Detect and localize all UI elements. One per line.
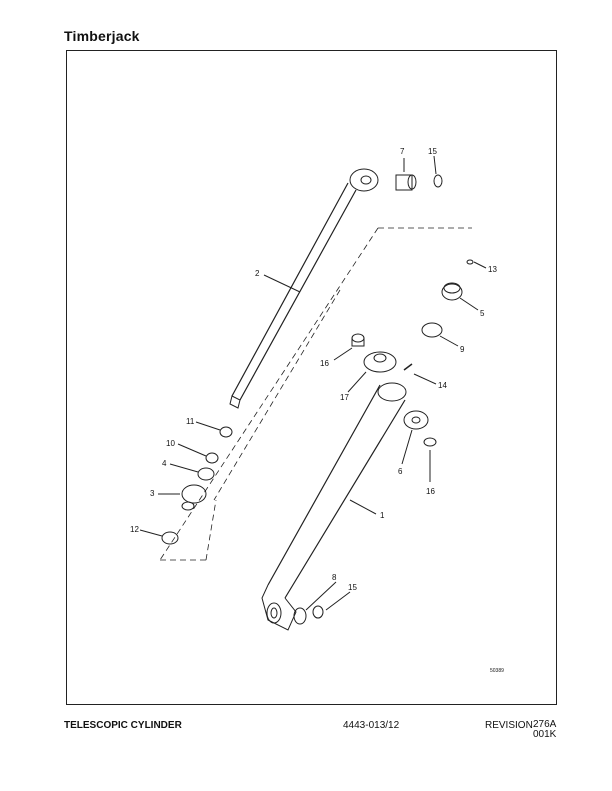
callout-1: 1 [380,511,385,520]
callout-17: 17 [340,393,349,402]
callout-3: 3 [150,489,155,498]
callout-2: 2 [255,269,260,278]
document-number: 4443-013/12 [343,720,400,731]
footer-title: TELESCOPIC CYLINDER [64,720,182,731]
drawing-frame [66,50,557,705]
callout-15-bottom: 15 [348,583,357,592]
callout-12: 12 [130,525,139,534]
callout-13: 13 [488,265,497,274]
callout-15-top: 15 [428,147,437,156]
callout-11: 11 [186,417,195,426]
callout-6: 6 [398,467,403,476]
callout-9: 9 [460,345,465,354]
callout-7: 7 [400,147,405,156]
callout-10: 10 [166,439,175,448]
callout-5: 5 [480,309,485,318]
revision-block: 276A 001K [533,720,556,740]
revision-code: 001K [533,729,557,740]
callout-4: 4 [162,459,167,468]
callout-16-lower: 16 [426,487,435,496]
revision-number: 276A [533,719,557,730]
callout-8: 8 [332,573,337,582]
callout-16-top: 16 [320,359,329,368]
callout-14: 14 [438,381,447,390]
revision-label: REVISION [485,720,533,731]
brand-name: Timberjack [64,28,140,44]
figure-number: 50389 [490,668,504,674]
